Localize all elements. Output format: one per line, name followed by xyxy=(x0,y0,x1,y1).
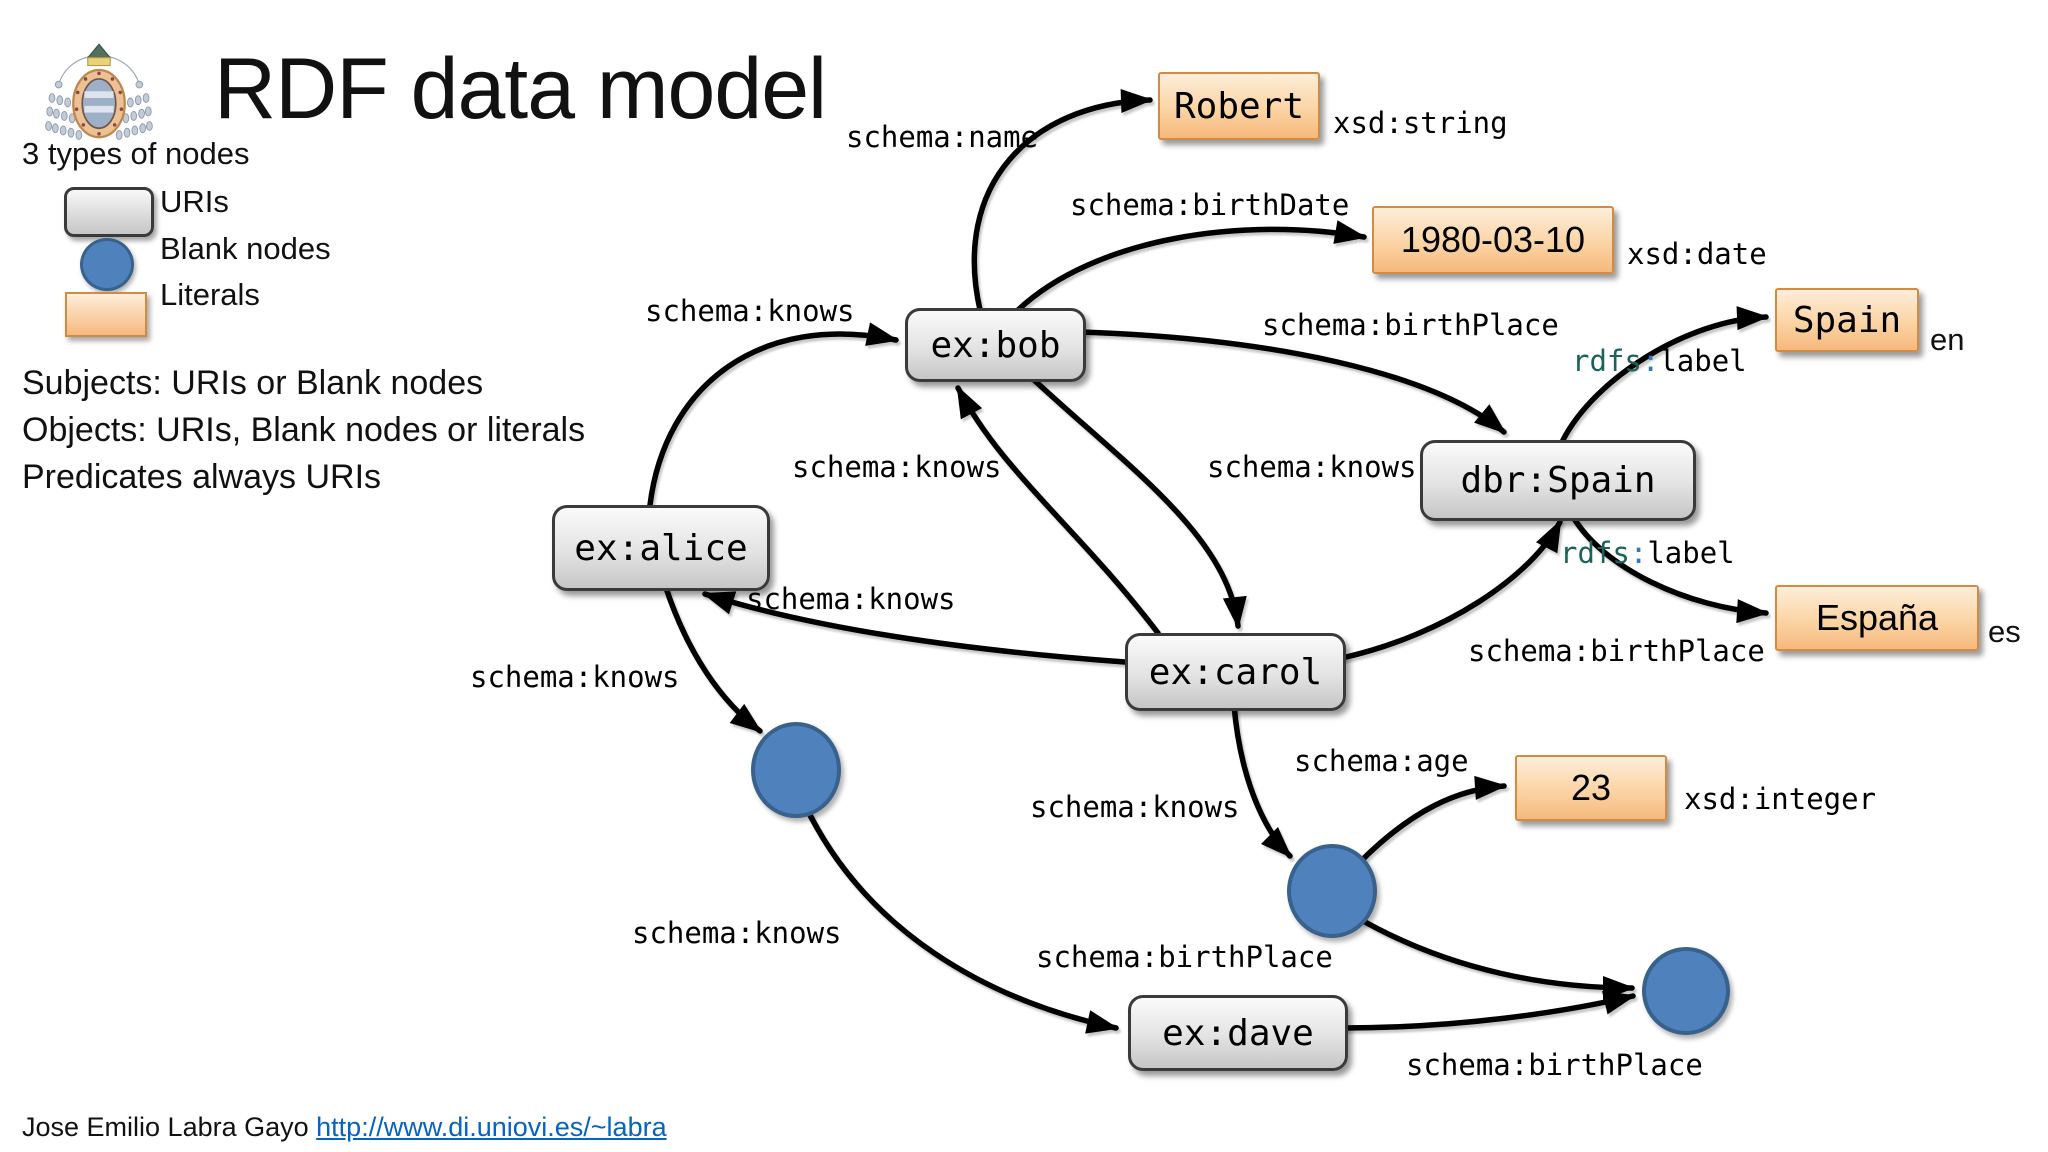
note-predicates: Predicates always URIs xyxy=(22,458,382,496)
datatype-xsd-integer: xsd:integer xyxy=(1684,782,1877,816)
rdfs-suffix: label xyxy=(1647,536,1735,570)
edge-label-schema-age: schema:age xyxy=(1294,744,1469,778)
edge-label-knows-carol-blank2: schema:knows xyxy=(1030,790,1240,824)
datatype-xsd-date: xsd:date xyxy=(1627,237,1767,271)
lang-tag-en: en xyxy=(1930,322,1965,357)
edge-blank2-age-23 xyxy=(1357,775,1507,865)
page-title: RDF data model xyxy=(214,41,827,137)
edge-label-knows-carol-bob: schema:knows xyxy=(792,450,1002,484)
node-ex-carol: ex:carol xyxy=(1125,633,1346,711)
lang-tag-es: es xyxy=(1988,614,2021,649)
literal-age-23: 23 xyxy=(1515,755,1667,821)
note-objects: Objects: URIs, Blank nodes or literals xyxy=(22,411,586,449)
edge-carol-knows-blank2 xyxy=(1231,702,1293,859)
node-ex-dave: ex:dave xyxy=(1128,995,1348,1071)
edge-label-birthplace-bob: schema:birthPlace xyxy=(1262,308,1559,342)
edge-label-birthplace-dave: schema:birthPlace xyxy=(1406,1048,1703,1082)
rdfs-prefix: rdfs xyxy=(1560,536,1630,570)
edge-carol-knows-alice xyxy=(702,591,1128,665)
edge-dave-birthplace-blank3 xyxy=(1339,990,1636,1031)
edge-bob-birthplace-spain xyxy=(1077,329,1507,435)
edge-blank1-knows-dave xyxy=(802,802,1119,1034)
legend-uri-label: URIs xyxy=(160,184,229,219)
edge-carol-knows-bob xyxy=(955,385,1161,636)
legend-literal-swatch xyxy=(65,292,147,337)
legend-blank-label: Blank nodes xyxy=(160,231,331,266)
edge-label-knows-carol-alice: schema:knows xyxy=(746,582,956,616)
node-ex-alice: ex:alice xyxy=(552,505,770,591)
rdfs-colon: : xyxy=(1641,344,1660,378)
footer-link[interactable]: http://www.di.uniovi.es/~labra xyxy=(316,1112,667,1142)
blank-node-birthplace xyxy=(1642,947,1730,1035)
rdfs-colon: : xyxy=(1629,536,1648,570)
edge-label-birthplace-carol: schema:birthPlace xyxy=(1468,634,1765,668)
edge-label-knows-alice-blank1: schema:knows xyxy=(470,660,680,694)
node-ex-bob: ex:bob xyxy=(905,308,1086,382)
edge-spain-label-es xyxy=(1569,512,1769,624)
edge-label-rdfs-label-en: rdfs:label xyxy=(1572,344,1747,378)
footer-author: Jose Emilio Labra Gayo xyxy=(22,1112,309,1142)
edge-blank2-birthplace-blank3 xyxy=(1355,915,1635,1000)
edge-label-schema-birthdate: schema:birthDate xyxy=(1070,188,1350,222)
edge-label-knows-blank1-dave: schema:knows xyxy=(632,916,842,950)
edge-alice-knows-blank1 xyxy=(662,582,763,734)
university-crest-logo xyxy=(45,43,153,140)
literal-spain-en: Spain xyxy=(1775,288,1919,352)
literal-robert: Robert xyxy=(1158,72,1320,140)
edge-spain-label-en xyxy=(1560,306,1769,443)
legend-literal-label: Literals xyxy=(160,277,260,312)
edge-label-knows-bob-carol: schema:knows xyxy=(1207,450,1417,484)
edge-alice-knows-bob xyxy=(647,322,899,508)
node-dbr-spain: dbr:Spain xyxy=(1420,440,1696,521)
subtitle-node-types: 3 types of nodes xyxy=(22,136,250,171)
rdfs-prefix: rdfs xyxy=(1572,344,1642,378)
edge-label-birthplace-blank2: schema:birthPlace xyxy=(1036,940,1333,974)
edge-label-rdfs-label-es: rdfs:label xyxy=(1560,536,1735,570)
legend-uri-swatch xyxy=(64,187,154,237)
footer: Jose Emilio Labra Gayo http://www.di.uni… xyxy=(22,1112,667,1143)
literal-birthdate: 1980-03-10 xyxy=(1372,206,1614,274)
note-subjects: Subjects: URIs or Blank nodes xyxy=(22,364,484,402)
edge-bob-name-robert xyxy=(971,88,1153,313)
datatype-xsd-string: xsd:string xyxy=(1333,106,1508,140)
edge-bob-birthdate xyxy=(1015,220,1367,313)
blank-node-carol-friend xyxy=(1287,844,1377,938)
edge-bob-knows-carol xyxy=(1029,375,1247,629)
rdfs-suffix: label xyxy=(1659,344,1747,378)
literal-spain-es: España xyxy=(1775,585,1979,651)
blank-node-alice-friend xyxy=(751,722,841,818)
edge-label-knows-alice-bob: schema:knows xyxy=(645,294,855,328)
edge-carol-birthplace-spain xyxy=(1339,519,1563,661)
legend-blank-node-swatch xyxy=(80,238,134,291)
notes-block: Subjects: URIs or Blank nodes Objects: U… xyxy=(22,360,585,501)
edge-label-schema-name: schema:name xyxy=(846,120,1039,154)
